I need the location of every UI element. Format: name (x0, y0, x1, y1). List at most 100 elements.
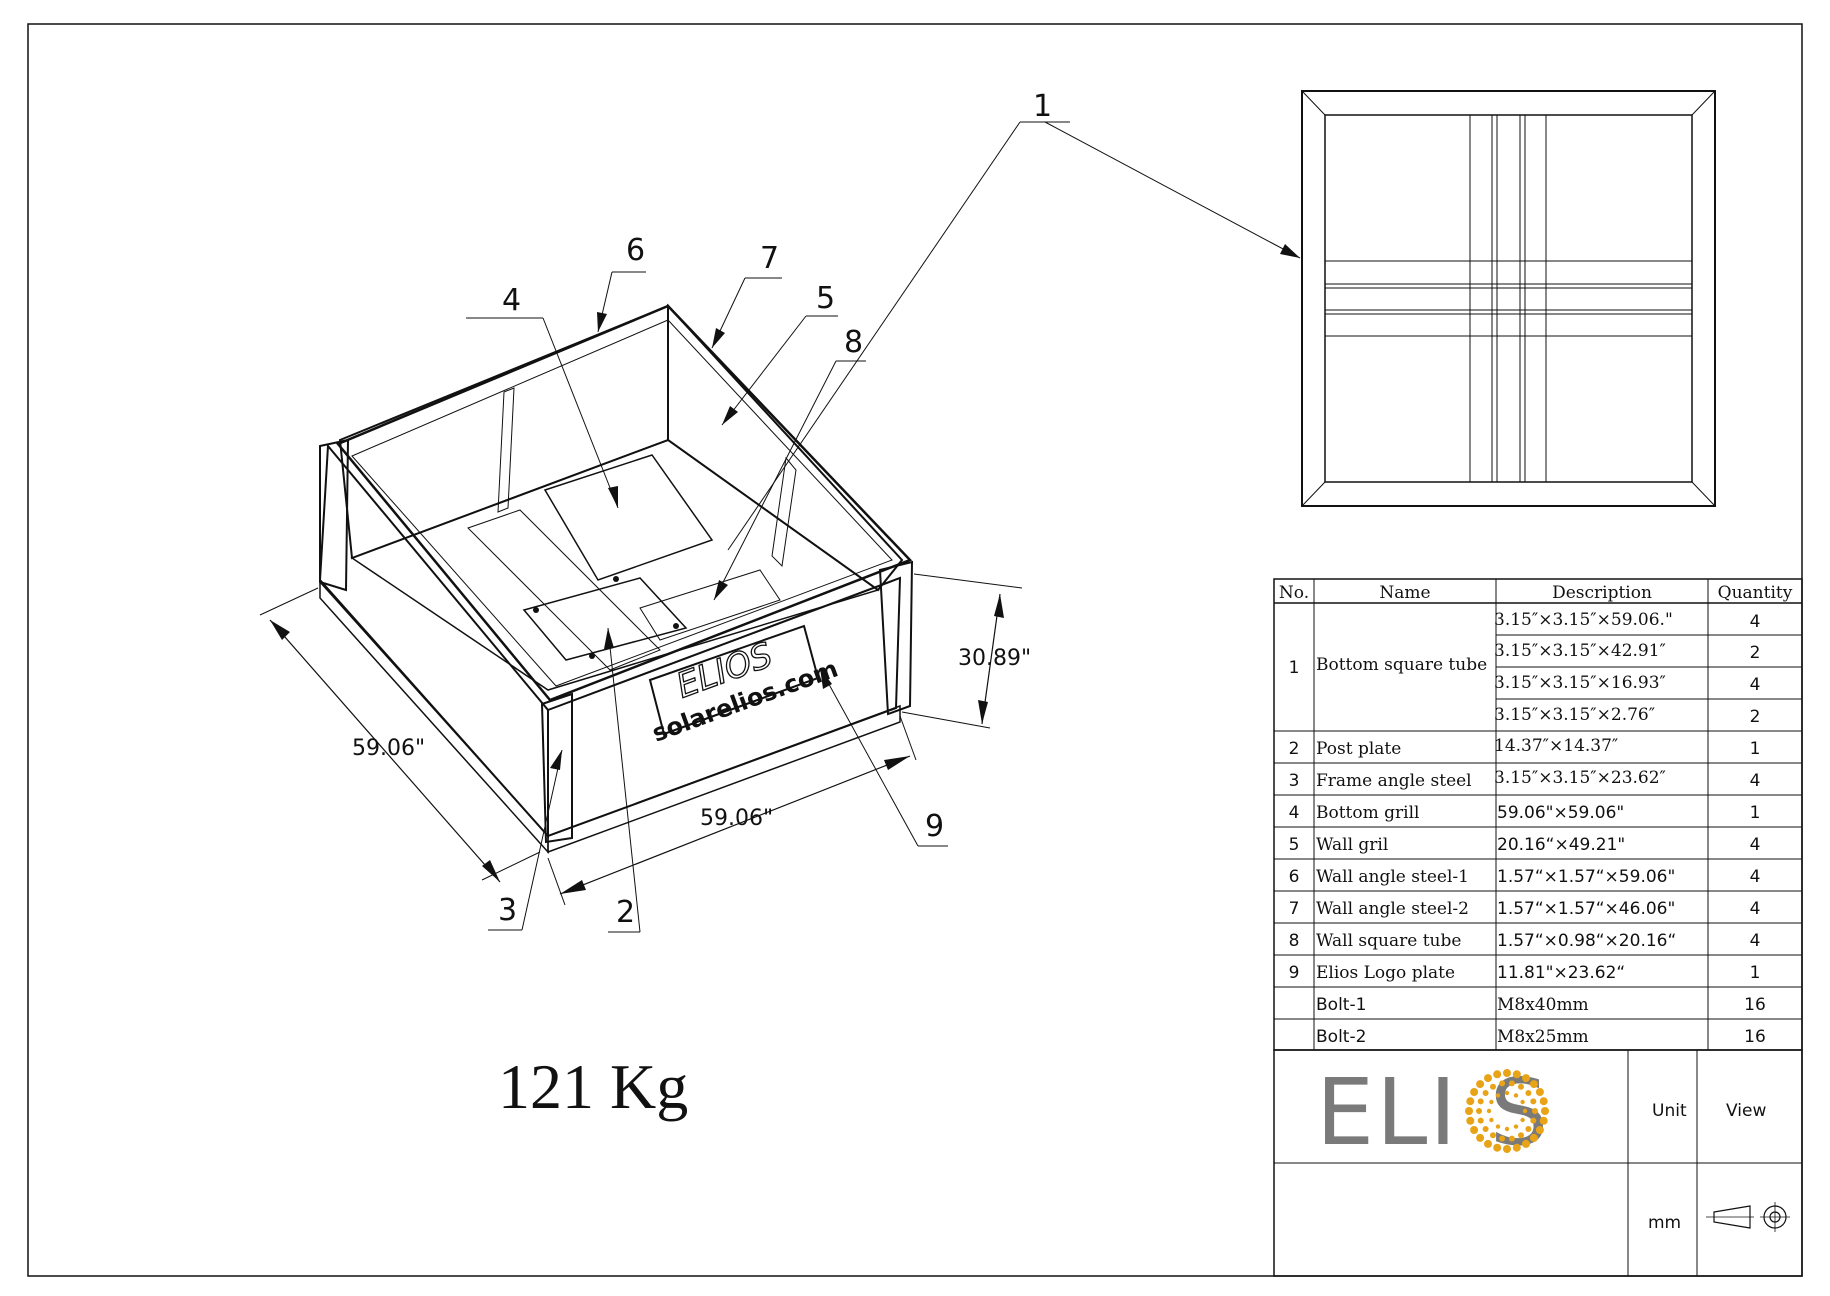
bom-row-no: 3 (1289, 771, 1300, 791)
bom-row-name: Frame angle steel (1316, 771, 1472, 791)
bom-row-desc: 1.57“×0.98“×20.16“ (1497, 931, 1676, 951)
bom-item1-desc-1: 3.15″×3.15″×59.06." (1494, 610, 1673, 630)
bom-row-desc: 14.37″×14.37″ (1494, 736, 1618, 756)
bom-row-qty: 1 (1750, 963, 1761, 983)
bom-row-desc: M8x25mm (1497, 1027, 1589, 1047)
callout-3: 3 (498, 893, 517, 928)
bom-row-name: Wall gril (1316, 835, 1388, 855)
bom-row-desc: 20.16“×49.21" (1497, 835, 1625, 855)
bom-row-desc: 3.15″×3.15″×23.62″ (1494, 768, 1666, 788)
sun-dot (1504, 1090, 1510, 1096)
sun-dot (1504, 1126, 1510, 1132)
sun-dot (1541, 1107, 1549, 1115)
callouts: 1 4 6 7 5 8 9 2 (466, 89, 1301, 933)
sun-dot (1465, 1107, 1473, 1115)
sun-dot (1503, 1145, 1511, 1153)
callout-8: 8 (844, 325, 863, 360)
sun-dot (1470, 1088, 1479, 1096)
bom-row-desc: M8x40mm (1497, 995, 1589, 1015)
bom-item1-name: Bottom square tube (1316, 655, 1487, 675)
sun-dot (1535, 1126, 1544, 1134)
sun-dot (1477, 1098, 1484, 1105)
table-row: Bolt-1 M8x40mm 16 (1316, 995, 1766, 1015)
bom-row-no: 7 (1289, 899, 1300, 919)
bom-header-name: Name (1379, 583, 1430, 603)
sun-dot (1493, 1143, 1502, 1152)
sun-dot (1529, 1080, 1538, 1089)
bom-item1-qty-2: 2 (1750, 643, 1761, 663)
bom-row-qty: 4 (1750, 899, 1761, 919)
sun-dot (1522, 1108, 1528, 1114)
sun-dot (1482, 1090, 1489, 1096)
sun-dot (1476, 1108, 1482, 1114)
table-row: 7 Wall angle steel-2 1.57“×1.57“×46.06" … (1289, 899, 1761, 919)
bom-row-no: 9 (1289, 963, 1300, 983)
sun-dot (1530, 1117, 1537, 1124)
dimension-lines: 59.06" 59.06" 30.89" (259, 573, 1031, 906)
bom-header-no: No. (1279, 583, 1309, 603)
bom-row-qty: 4 (1750, 931, 1761, 951)
sun-dot (1518, 1083, 1524, 1090)
dim-height: 30.89" (958, 646, 1031, 671)
sun-dot (1525, 1126, 1532, 1132)
bom-item1-desc-2: 3.15″×3.15″×42.91″ (1494, 641, 1666, 661)
bom-row-qty: 4 (1750, 835, 1761, 855)
unit-label: Unit (1652, 1101, 1687, 1121)
bom-row-no: 6 (1289, 867, 1300, 887)
sun-dot (1466, 1116, 1475, 1125)
sun-dot (1490, 1083, 1496, 1090)
bom-row-qty: 4 (1750, 771, 1761, 791)
sun-dot (1513, 1093, 1519, 1098)
sun-dot (1466, 1097, 1475, 1106)
sun-dot (1476, 1080, 1485, 1089)
bom-item1-qty-4: 2 (1750, 707, 1761, 727)
sun-dot (1470, 1126, 1479, 1134)
sun-dot (1493, 1070, 1502, 1079)
sun-dot (1535, 1088, 1544, 1096)
bom-row-qty: 4 (1750, 867, 1761, 887)
bom-header-description: Description (1552, 583, 1652, 603)
sun-dot (1503, 1069, 1511, 1077)
weight-label: 121 Kg (498, 1051, 688, 1122)
bom-row-desc: 1.57“×1.57“×46.06" (1497, 899, 1675, 919)
callout-7: 7 (760, 241, 779, 276)
bom-row-name: Bolt-2 (1316, 1027, 1366, 1047)
callout-1: 1 (1033, 89, 1052, 124)
bom-item1-desc-4: 3.15″×3.15″×2.76″ (1494, 705, 1655, 725)
sun-dot (1489, 1117, 1494, 1123)
bom-row-name: Bottom grill (1316, 803, 1419, 823)
sun-dot (1484, 1139, 1492, 1148)
table-row: 3 Frame angle steel 3.15″×3.15″×23.62″ 4 (1289, 768, 1761, 791)
sun-dot (1520, 1099, 1525, 1105)
unit-value: mm (1648, 1213, 1681, 1233)
sun-dot (1476, 1133, 1485, 1142)
dim-width-right: 59.06" (700, 806, 773, 831)
title-block: ELI S Unit View mm (1273, 1049, 1803, 1277)
callout-5: 5 (816, 281, 835, 316)
table-row: 8 Wall square tube 1.57“×0.98“×20.16“ 4 (1289, 931, 1761, 951)
sun-dot (1482, 1126, 1489, 1132)
table-row: 9 Elios Logo plate 11.81"×23.62“ 1 (1289, 963, 1761, 983)
table-row: 5 Wall gril 20.16“×49.21" 4 (1289, 835, 1761, 855)
top-view (1301, 90, 1716, 507)
bom-row-qty: 16 (1744, 995, 1766, 1015)
view-label: View (1726, 1101, 1766, 1121)
sun-dot (1512, 1070, 1521, 1079)
bom-row-no: 2 (1289, 739, 1300, 759)
sun-dot (1508, 1135, 1515, 1142)
callout-9: 9 (925, 809, 944, 844)
bom-row-desc: 11.81"×23.62“ (1497, 963, 1625, 983)
sun-dot (1518, 1132, 1524, 1139)
sun-dot (1513, 1124, 1519, 1129)
sun-dot (1529, 1133, 1538, 1142)
isometric-view: ELIOS solarelios.com (318, 303, 914, 854)
callout-6: 6 (626, 233, 645, 268)
sun-dot (1489, 1099, 1494, 1105)
sun-dot (1512, 1143, 1521, 1152)
sun-dot (1532, 1108, 1538, 1114)
sun-dot (1539, 1116, 1548, 1125)
projection-symbol-icon (1706, 1202, 1790, 1232)
sun-dot (1495, 1093, 1501, 1098)
sun-icon (1465, 1069, 1549, 1153)
sun-dot (1520, 1117, 1525, 1123)
